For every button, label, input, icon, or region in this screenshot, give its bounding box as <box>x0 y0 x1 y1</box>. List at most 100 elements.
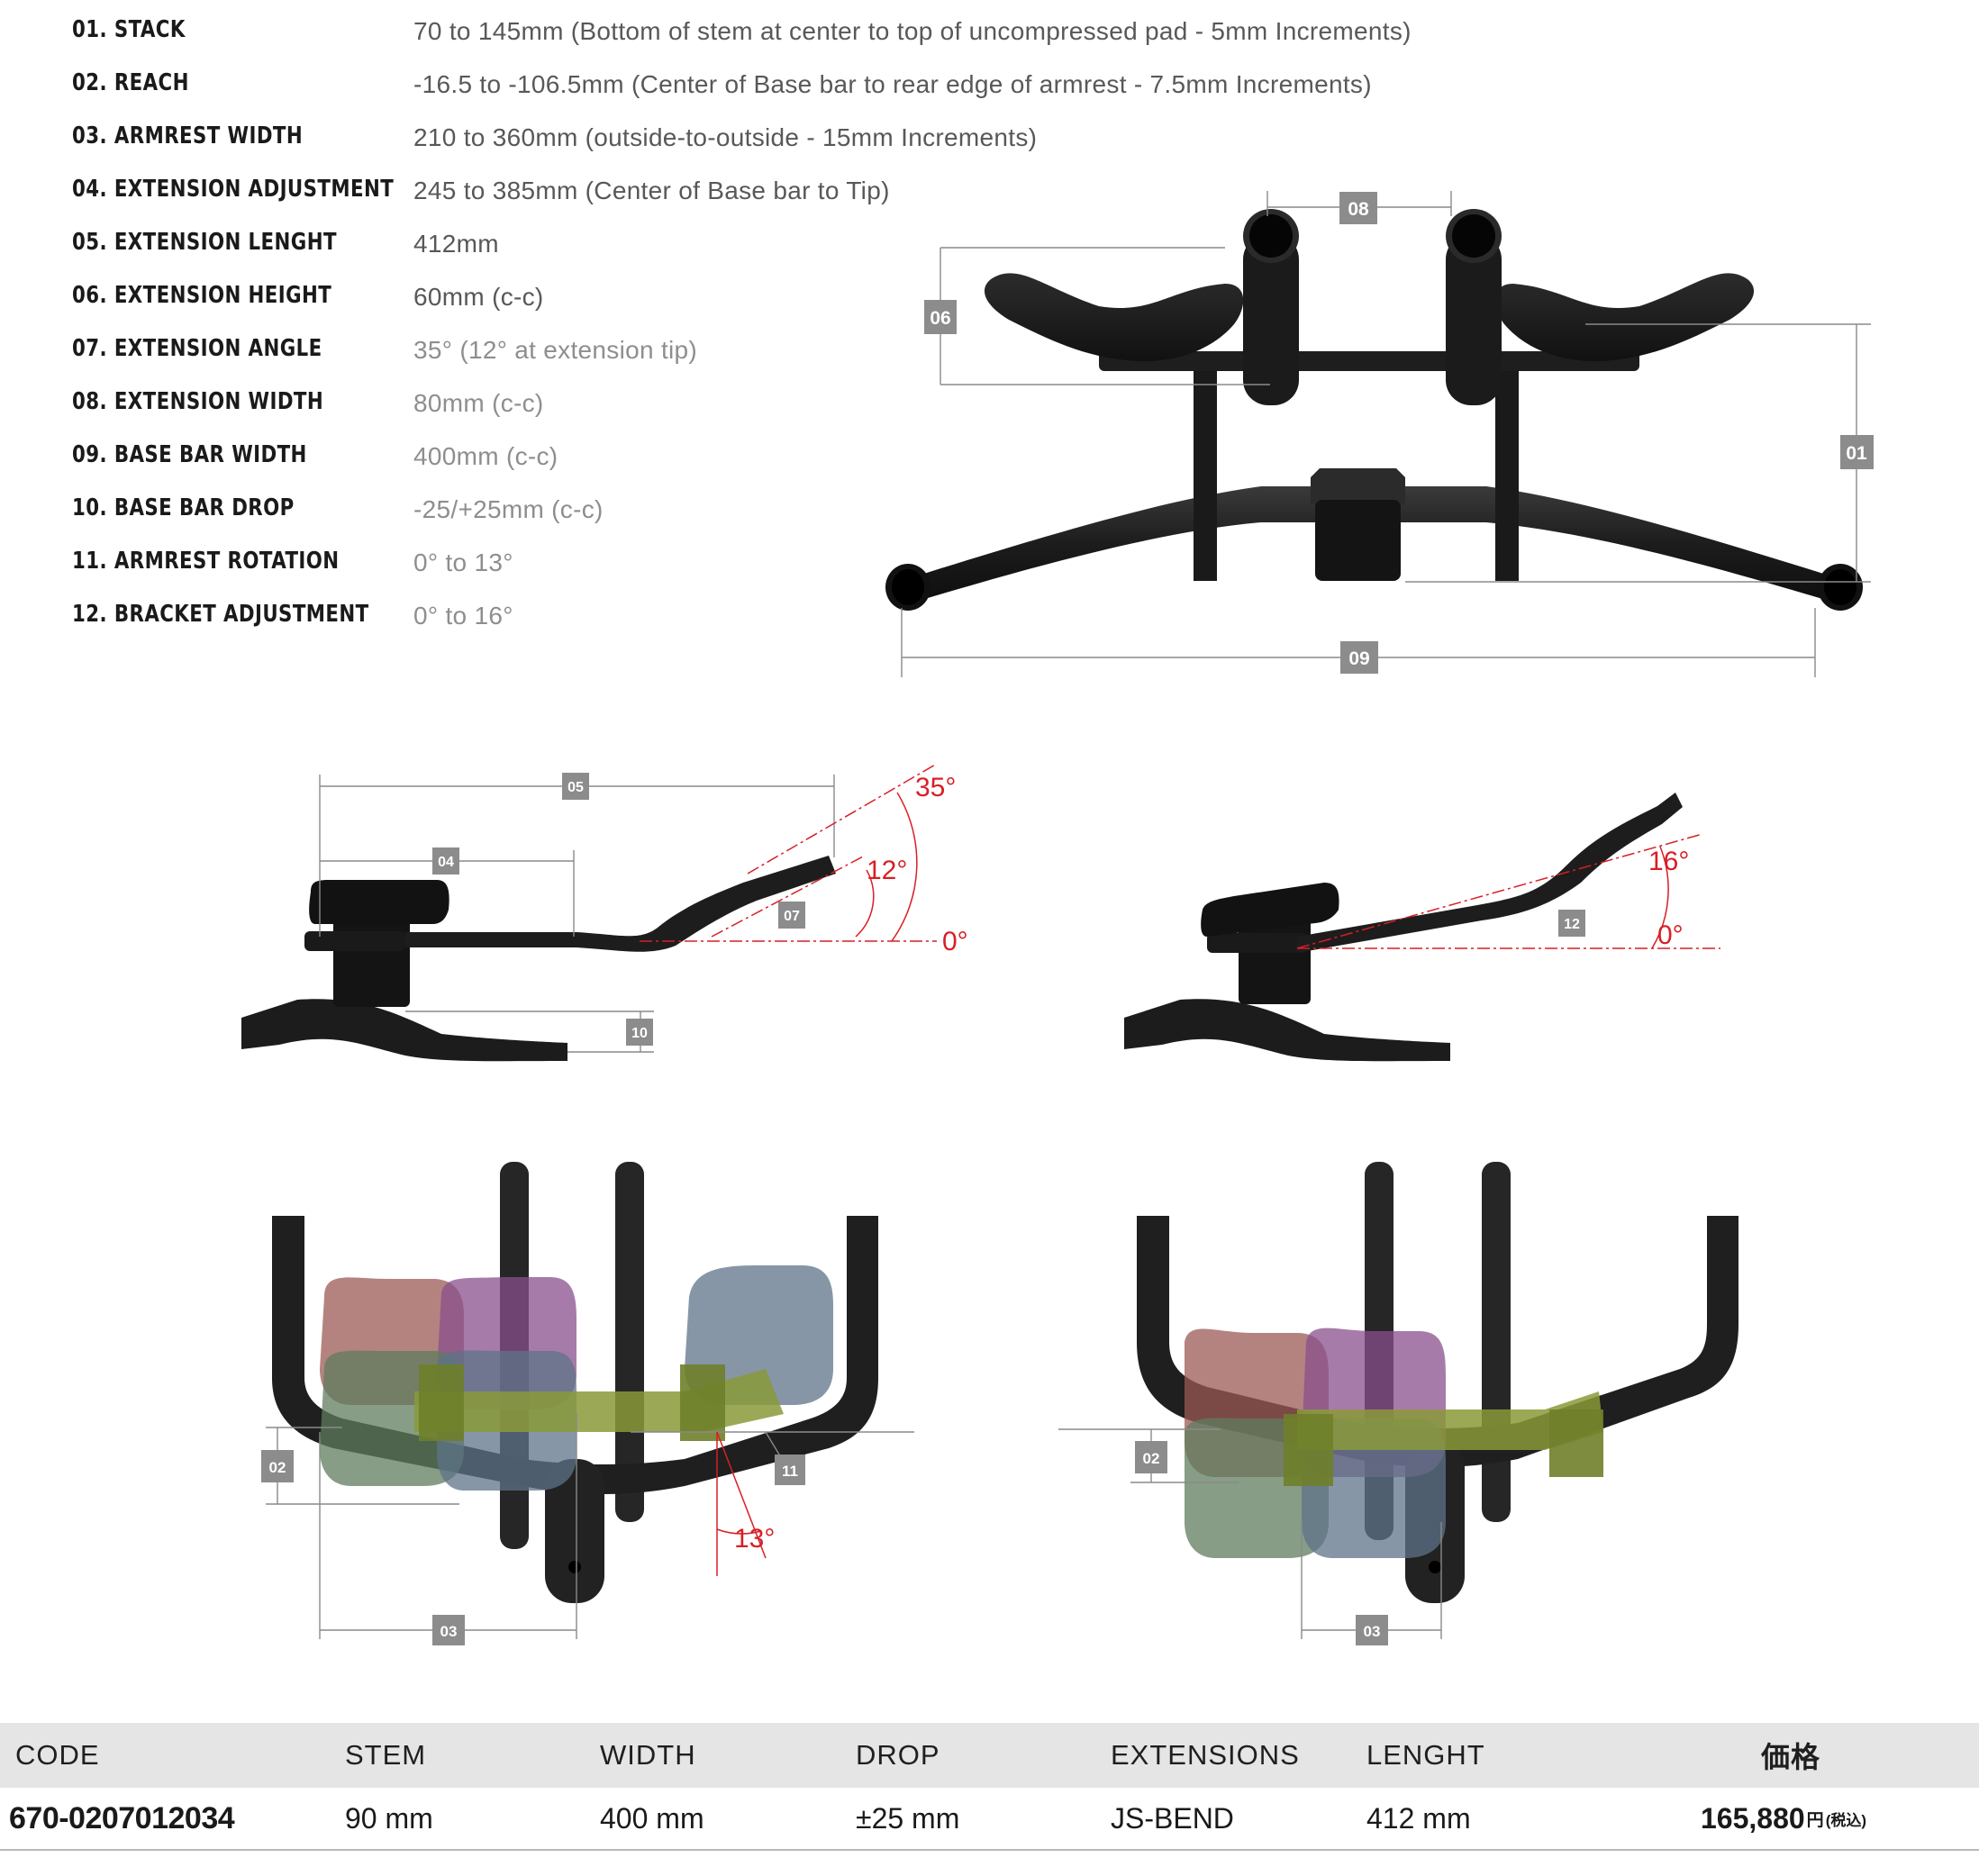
spec-value: 0° to 13° <box>413 548 513 576</box>
bracket-plate-right-right <box>1549 1409 1603 1477</box>
tag-10: 10 <box>631 1026 648 1041</box>
dim-02-left: 02 <box>261 1427 914 1505</box>
dim-06: 06 <box>924 247 1270 385</box>
th-code: CODE <box>15 1739 100 1771</box>
spec-row-reach: 02. REACH -16.5 to -106.5mm (Center of B… <box>72 69 1372 122</box>
td-length: 412 mm <box>1366 1801 1471 1835</box>
th-price: 価格 <box>1761 1741 1821 1773</box>
price-value: 165,880 <box>1701 1801 1805 1835</box>
top-view-right-diagram: 02 03 <box>1058 1162 1738 1645</box>
angle-12: 12° <box>867 856 907 885</box>
table-row: 670-0207012034 90 mm 400 mm ±25 mm JS-BE… <box>0 1788 1979 1851</box>
td-width: 400 mm <box>600 1801 704 1835</box>
spec-value: 412mm <box>413 230 499 258</box>
spec-label: 01. STACK <box>72 16 186 43</box>
tag-02-right: 02 <box>1143 1450 1160 1467</box>
table-header-row: CODE STEM WIDTH DROP EXTENSIONS LENGHT 価… <box>0 1723 1979 1788</box>
armrest-side <box>309 880 449 924</box>
spec-label: 02. REACH <box>72 69 189 96</box>
stem-side <box>333 917 410 1007</box>
spec-label: 09. BASE BAR WIDTH <box>72 441 307 468</box>
side-view-left-diagram: 05 04 07 35° 12° 0° 10 <box>241 763 968 1062</box>
angle-0-right: 0° <box>1657 920 1684 950</box>
spec-value: 80mm (c-c) <box>413 389 544 417</box>
dim-05: 05 <box>319 773 835 937</box>
extension-left-bore <box>1249 214 1293 258</box>
tag-07: 07 <box>784 909 800 924</box>
side-view-right-diagram: 12 16° 0° <box>1124 793 1720 1062</box>
th-drop: DROP <box>856 1739 940 1771</box>
angle-12-bracket: 12 16° 0° <box>1296 833 1720 950</box>
tag-03-right: 03 <box>1364 1623 1381 1640</box>
extension-top-right-b <box>1482 1162 1511 1522</box>
tag-05: 05 <box>567 780 584 795</box>
tag-08: 08 <box>1348 199 1369 220</box>
bracket-plate-left <box>419 1364 464 1441</box>
angle-0: 0° <box>942 927 968 956</box>
base-bar <box>901 486 1847 603</box>
price-unit: 円 <box>1806 1810 1824 1830</box>
tax-note: (税込) <box>1825 1811 1867 1829</box>
spec-value: 60mm (c-c) <box>413 283 544 311</box>
spec-value: 70 to 145mm (Bottom of stem at center to… <box>413 17 1412 45</box>
riser-left <box>1194 360 1217 581</box>
td-extensions: JS-BEND <box>1111 1801 1234 1835</box>
th-extensions: EXTENSIONS <box>1111 1739 1300 1771</box>
dim-09: 09 <box>901 608 1816 677</box>
armrest-blue-right-2 <box>1302 1418 1446 1558</box>
bracket-plate-left-right <box>1284 1414 1333 1486</box>
spec-row-stack: 01. STACK 70 to 145mm (Bottom of stem at… <box>72 16 1411 69</box>
dim-03-right: 03 <box>1301 1522 1442 1645</box>
spec-row-base-bar-width: 09. BASE BAR WIDTH 400mm (c-c) <box>72 441 1108 494</box>
th-stem: STEM <box>345 1739 427 1771</box>
tag-09: 09 <box>1348 648 1369 669</box>
spec-value: -25/+25mm (c-c) <box>413 495 604 523</box>
td-code: 670-0207012034 <box>9 1800 235 1835</box>
spec-label: 11. ARMREST ROTATION <box>72 548 340 575</box>
tag-02-left: 02 <box>269 1459 286 1476</box>
bracket-crossbar <box>1099 351 1639 371</box>
stem-top <box>545 1459 604 1603</box>
tag-03-left: 03 <box>440 1623 458 1640</box>
spec-value: -16.5 to -106.5mm (Center of Base bar to… <box>413 70 1372 98</box>
spec-value: 400mm (c-c) <box>413 442 558 470</box>
spec-list: 01. STACK 70 to 145mm (Bottom of stem at… <box>72 16 1411 654</box>
product-table: CODE STEM WIDTH DROP EXTENSIONS LENGHT 価… <box>0 1723 1979 1851</box>
spec-label: 12. BRACKET ADJUSTMENT <box>72 601 369 628</box>
dim-02-right: 02 <box>1058 1428 1239 1483</box>
stem-side-right <box>1239 919 1311 1004</box>
dim-01: 01 <box>1405 323 1874 583</box>
dim-04: 04 <box>320 847 575 937</box>
tag-11: 11 <box>782 1463 798 1480</box>
bracket-top-right <box>1297 1391 1603 1450</box>
dim-08: 08 <box>1266 191 1452 224</box>
tag-06: 06 <box>930 308 950 329</box>
angle-11: 11 13° <box>716 1431 805 1576</box>
spec-row-extension-width: 08. EXTENSION WIDTH 80mm (c-c) <box>72 388 1108 441</box>
spec-row-extension-height: 06. EXTENSION HEIGHT 60mm (c-c) <box>72 282 1108 335</box>
angle-13: 13° <box>734 1524 775 1554</box>
spec-row-base-bar-drop: 10. BASE BAR DROP -25/+25mm (c-c) <box>72 494 1108 548</box>
stem-cap <box>1311 468 1405 504</box>
armrest-side-right <box>1201 883 1339 937</box>
dim-10: 10 <box>405 1011 654 1053</box>
extension-right-bore <box>1452 214 1495 258</box>
spec-label: 07. EXTENSION ANGLE <box>72 335 322 362</box>
spec-label: 10. BASE BAR DROP <box>72 494 295 521</box>
spec-label: 06. EXTENSION HEIGHT <box>72 282 332 309</box>
spec-label: 04. EXTENSION ADJUSTMENT <box>72 176 395 203</box>
tag-12: 12 <box>1564 917 1580 932</box>
spec-row-extension-adjustment: 04. EXTENSION ADJUSTMENT 245 to 385mm (C… <box>72 176 1108 229</box>
spec-label: 03. ARMREST WIDTH <box>72 122 304 150</box>
tag-04: 04 <box>438 855 454 870</box>
bracket-side <box>304 931 405 951</box>
top-view-left-diagram: 02 11 13° 03 <box>261 1162 914 1645</box>
spec-value: 35° (12° at extension tip) <box>413 336 698 364</box>
extension-right <box>1446 234 1502 405</box>
armrest-pad-right <box>1494 273 1755 362</box>
spec-row-armrest-width: 03. ARMREST WIDTH 210 to 360mm (outside-… <box>72 122 1108 176</box>
td-stem: 90 mm <box>345 1801 433 1835</box>
tag-01: 01 <box>1846 443 1867 464</box>
spec-value: 245 to 385mm (Center of Base bar to Tip) <box>413 177 890 204</box>
base-bar-side-right <box>1124 999 1450 1062</box>
